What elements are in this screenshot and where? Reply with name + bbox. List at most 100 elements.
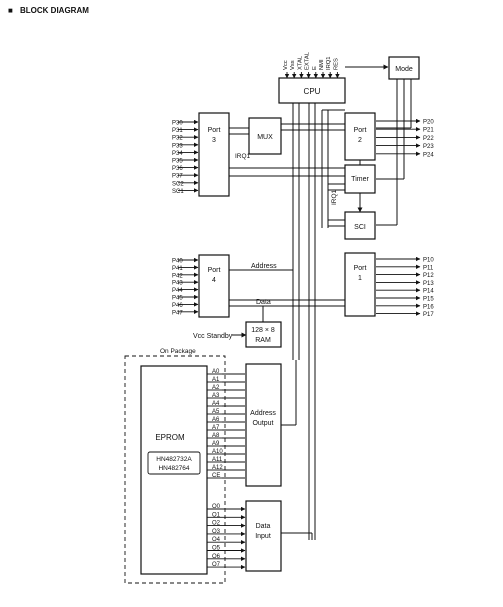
data-input-block (245, 500, 282, 572)
cpu-label: CPU (304, 87, 321, 96)
port1-number: 1 (358, 275, 362, 282)
irq1-label-side: IRQ1 (331, 189, 338, 205)
mux-block (248, 117, 282, 155)
address-pin-label: A0 (212, 369, 220, 375)
address-pin-label: A9 (212, 441, 220, 447)
data-input-label: Data (256, 523, 271, 530)
port4-pin-label: P41 (172, 266, 183, 272)
address-pin-label: A4 (212, 401, 220, 407)
address-pin-label: A8 (212, 433, 220, 439)
address-pin-label: A10 (212, 449, 223, 455)
eprom-part-1: HN482732A (156, 456, 192, 463)
data-pin-label: O4 (212, 537, 221, 543)
cpu-input-label: XTAL (297, 55, 303, 70)
mode-label: Mode (395, 66, 413, 73)
sci-label: SCI (354, 224, 366, 231)
port1-pin-label: P16 (423, 304, 434, 310)
port3-pin-label: P32 (172, 136, 183, 142)
port2-pin-label: P21 (423, 128, 434, 134)
address-pin-label: A12 (212, 465, 223, 471)
on-package-label: On Package (160, 348, 196, 355)
port1-block (344, 252, 376, 317)
port1-pin-label: P13 (423, 281, 434, 287)
port1-pin-label: P11 (423, 265, 434, 271)
port2-label: Port (354, 127, 367, 134)
irq1-label-top: IRQ1 (235, 153, 251, 160)
eprom-part-2: HN482764 (158, 465, 189, 472)
port2-pin-label: P23 (423, 144, 434, 150)
address-pin-label: A3 (212, 393, 220, 399)
port4-pin-label: P47 (172, 310, 183, 316)
ram-size-label: 128 × 8 (251, 327, 275, 334)
port3-pin-label: P37 (172, 174, 183, 180)
port4-pin-label: P42 (172, 273, 183, 279)
cpu-input-label: E (312, 66, 318, 70)
port3-pin-label: SC2 (172, 181, 184, 187)
address-pin-label: A6 (212, 417, 220, 423)
data-pin-label: O0 (212, 504, 221, 510)
cpu-input-label: Vss (290, 60, 296, 70)
bus-wiring (229, 64, 412, 540)
port3-number: 3 (212, 137, 216, 144)
eprom-label: EPROM (155, 433, 185, 442)
data-pin-label: O7 (212, 562, 221, 568)
eprom-part-box (147, 451, 201, 475)
address-pin-label: A1 (212, 377, 220, 383)
port2-number: 2 (358, 137, 362, 144)
port1-pin-label: P17 (423, 312, 434, 318)
port4-pin-label: P45 (172, 296, 183, 302)
address-pin-label: A5 (212, 409, 220, 415)
data-pin-label: O2 (212, 521, 221, 527)
port4-number: 4 (212, 277, 216, 284)
address-bus-label: Address (251, 263, 277, 270)
port3-pin-label: P33 (172, 143, 183, 149)
port3-pin-label: P36 (172, 166, 183, 172)
data-pin-label: O3 (212, 529, 221, 535)
port4-pin-label: P44 (172, 288, 183, 294)
port3-pin-label: P30 (172, 121, 183, 127)
port4-label: Port (208, 267, 221, 274)
port4-block (198, 254, 230, 318)
timer-label: Timer (351, 176, 369, 183)
data-pin-label: O6 (212, 554, 221, 560)
port2-pin-label: P24 (423, 152, 434, 158)
port2-pin-label: P22 (423, 136, 434, 142)
vcc-standby-label: Vcc Standby (193, 333, 233, 340)
heading-bullet: ■ (8, 6, 13, 15)
cpu-input-label: Vcc (283, 60, 289, 70)
page-title: BLOCK DIAGRAM (20, 6, 89, 15)
cpu-input-label: RES (333, 58, 339, 70)
cpu-block (278, 77, 346, 104)
address-output-label: Address (250, 410, 276, 417)
port3-pin-label: SC1 (172, 189, 184, 195)
eprom-block (140, 365, 208, 575)
ram-block (245, 321, 282, 348)
address-output-label-2: Output (252, 420, 273, 427)
port3-pin-label: P34 (172, 151, 183, 157)
port3-pin-label: P31 (172, 128, 183, 134)
data-pin-label: O1 (212, 512, 221, 518)
port1-label: Port (354, 265, 367, 272)
address-pin-label: A7 (212, 425, 220, 431)
port2-pin-label: P20 (423, 120, 434, 126)
port3-label: Port (208, 127, 221, 134)
ram-label: RAM (255, 337, 271, 344)
port2-block (344, 112, 376, 161)
data-input-label-2: Input (255, 533, 271, 540)
port3-pin-label: P35 (172, 159, 183, 165)
address-pin-label: A2 (212, 385, 220, 391)
cpu-input-label: NMI (319, 59, 325, 70)
data-pin-label: O5 (212, 546, 221, 552)
address-pin-label: CE (212, 473, 220, 479)
port4-pin-label: P43 (172, 281, 183, 287)
port4-pin-label: P46 (172, 303, 183, 309)
port1-pin-label: P14 (423, 289, 434, 295)
port1-pin-label: P15 (423, 297, 434, 303)
port3-block (198, 112, 230, 197)
address-pin-label: A11 (212, 457, 223, 463)
data-bus-label: Data (256, 299, 271, 306)
on-package-outline (124, 355, 226, 584)
port1-pin-label: P10 (423, 258, 434, 264)
cpu-input-label: EXTAL (305, 51, 311, 70)
